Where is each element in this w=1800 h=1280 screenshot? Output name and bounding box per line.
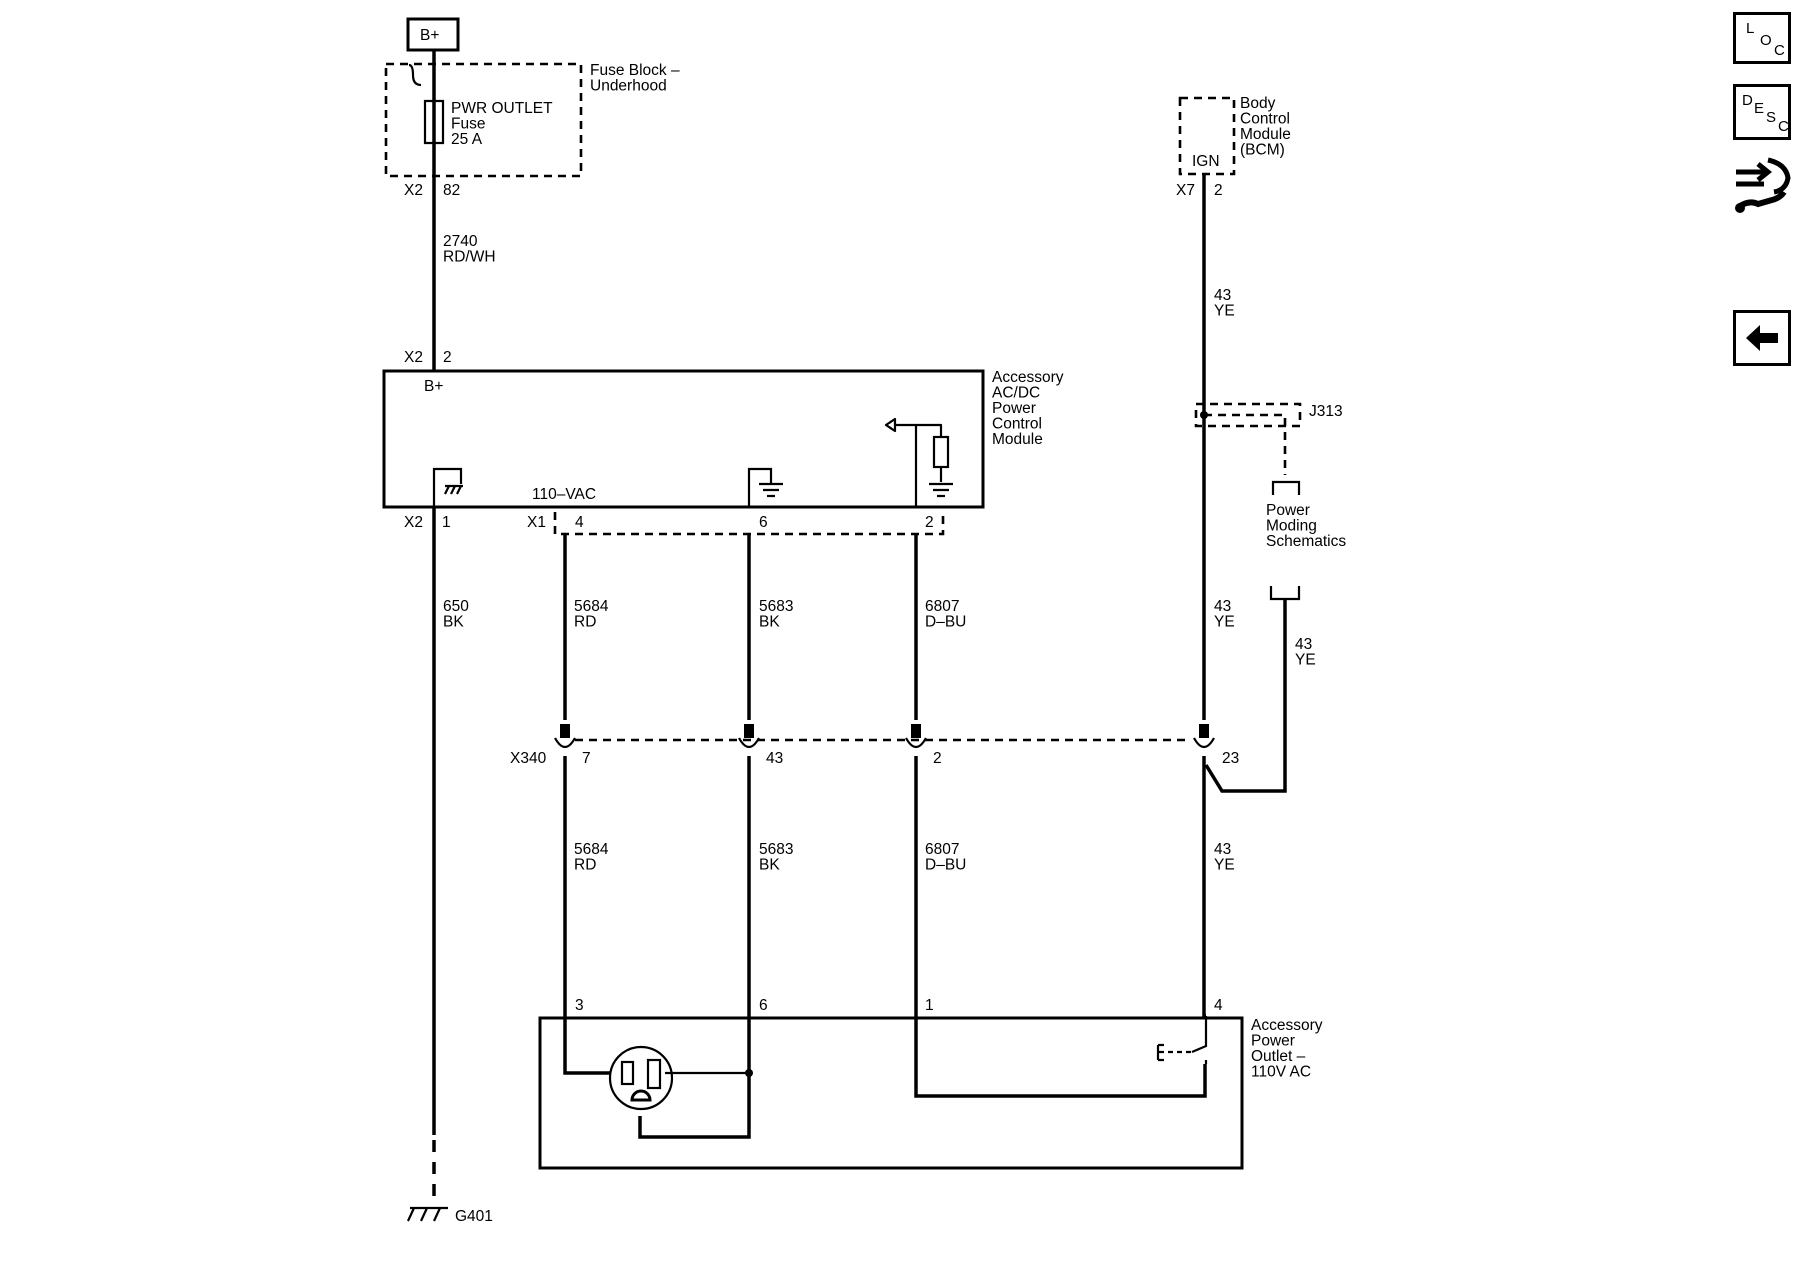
outlet-pin-1: 1 (925, 997, 934, 1014)
wire-5683-lower (638, 756, 751, 1139)
outlet-pin-6: 6 (759, 997, 768, 1014)
module-x1-connector: X1 (527, 514, 546, 531)
loc-button[interactable]: L O C (1733, 12, 1791, 64)
x340-pin-2: 2 (933, 750, 942, 767)
x340-terminal-2 (738, 737, 760, 749)
ground-label: G401 (455, 1208, 493, 1225)
splice-dashed-link (1204, 413, 1287, 475)
x340-pin-23: 23 (1222, 750, 1239, 767)
splice-label: J313 (1309, 403, 1343, 420)
loc-letter-o: O (1760, 32, 1772, 49)
ground-g401: G401 (407, 1206, 493, 1225)
fuse-connector: X2 (404, 182, 423, 199)
x340-pin-7: 7 (582, 750, 591, 767)
fuse-block-title: Fuse Block –Underhood (590, 62, 680, 95)
resistor-ground-symbol (929, 467, 953, 498)
wire-43-power-moding (1204, 599, 1287, 793)
back-arrow-icon (1746, 325, 1778, 351)
desc-button[interactable]: D E S C (1733, 84, 1791, 140)
splice-j313: J313 (1194, 402, 1343, 475)
offpage-bracket-bottom (1269, 586, 1301, 601)
receptacle-symbol (608, 1045, 674, 1111)
outlet-pin-4: 4 (1214, 997, 1223, 1014)
wire-43-lower (1202, 756, 1206, 1018)
wire-6807-lower (914, 756, 1207, 1098)
desc-letter-d: D (1742, 92, 1753, 109)
resistor-symbol (932, 435, 950, 469)
fuse-clip (408, 63, 422, 87)
bcm-connector: X7 (1176, 182, 1195, 199)
x340-label: X340 (510, 750, 547, 767)
battery-label: B+ (420, 27, 439, 44)
fuse-pin: 82 (443, 182, 460, 199)
back-button[interactable] (1733, 310, 1791, 366)
bcm-pin-label: IGN (1192, 153, 1220, 170)
fuse-symbol (423, 99, 445, 145)
battery-b-plus: B+ (406, 17, 460, 52)
outlet-switch-symbol (1191, 1016, 1208, 1064)
wire-5684-lower (563, 756, 610, 1075)
signal-ground-symbol (747, 467, 783, 507)
module-x1-pin-4: 4 (575, 514, 584, 531)
x1-connector-outline (553, 512, 945, 536)
bcm-pin: 2 (1214, 182, 1223, 199)
ground-symbol (407, 1206, 448, 1222)
loc-letter-c: C (1774, 42, 1785, 59)
inline-connector-x340: X340 7 43 2 23 (510, 724, 1239, 767)
module-vac-label: 110–VAC (532, 486, 596, 503)
offpage-bracket-top (1271, 480, 1301, 495)
module-x2-connector-top: X2 (404, 349, 423, 366)
desc-letter-s: S (1766, 109, 1777, 126)
module-b-plus: B+ (424, 378, 443, 395)
desc-letter-e: E (1754, 100, 1765, 117)
x340-pin-43: 43 (766, 750, 783, 767)
chassis-ground-symbol (432, 467, 463, 507)
x340-terminal-1 (554, 737, 576, 749)
module-x2-pin-top: 2 (443, 349, 452, 366)
desc-letter-c: C (1778, 118, 1789, 135)
connector-tools-icon (1735, 157, 1791, 213)
x340-terminal-3 (905, 737, 927, 749)
x340-terminal-4 (1193, 737, 1215, 749)
output-arrow-symbol (884, 417, 943, 507)
outlet-pin-3: 3 (575, 997, 584, 1014)
loc-letter-l: L (1746, 20, 1755, 37)
module-x2-connector-bottom: X2 (404, 514, 423, 531)
module-x2-pin-ground: 1 (442, 514, 451, 531)
module-x1-pin-6: 6 (759, 514, 768, 531)
connector-tools-button[interactable] (1730, 150, 1796, 224)
module-x1-pin-2: 2 (925, 514, 934, 531)
